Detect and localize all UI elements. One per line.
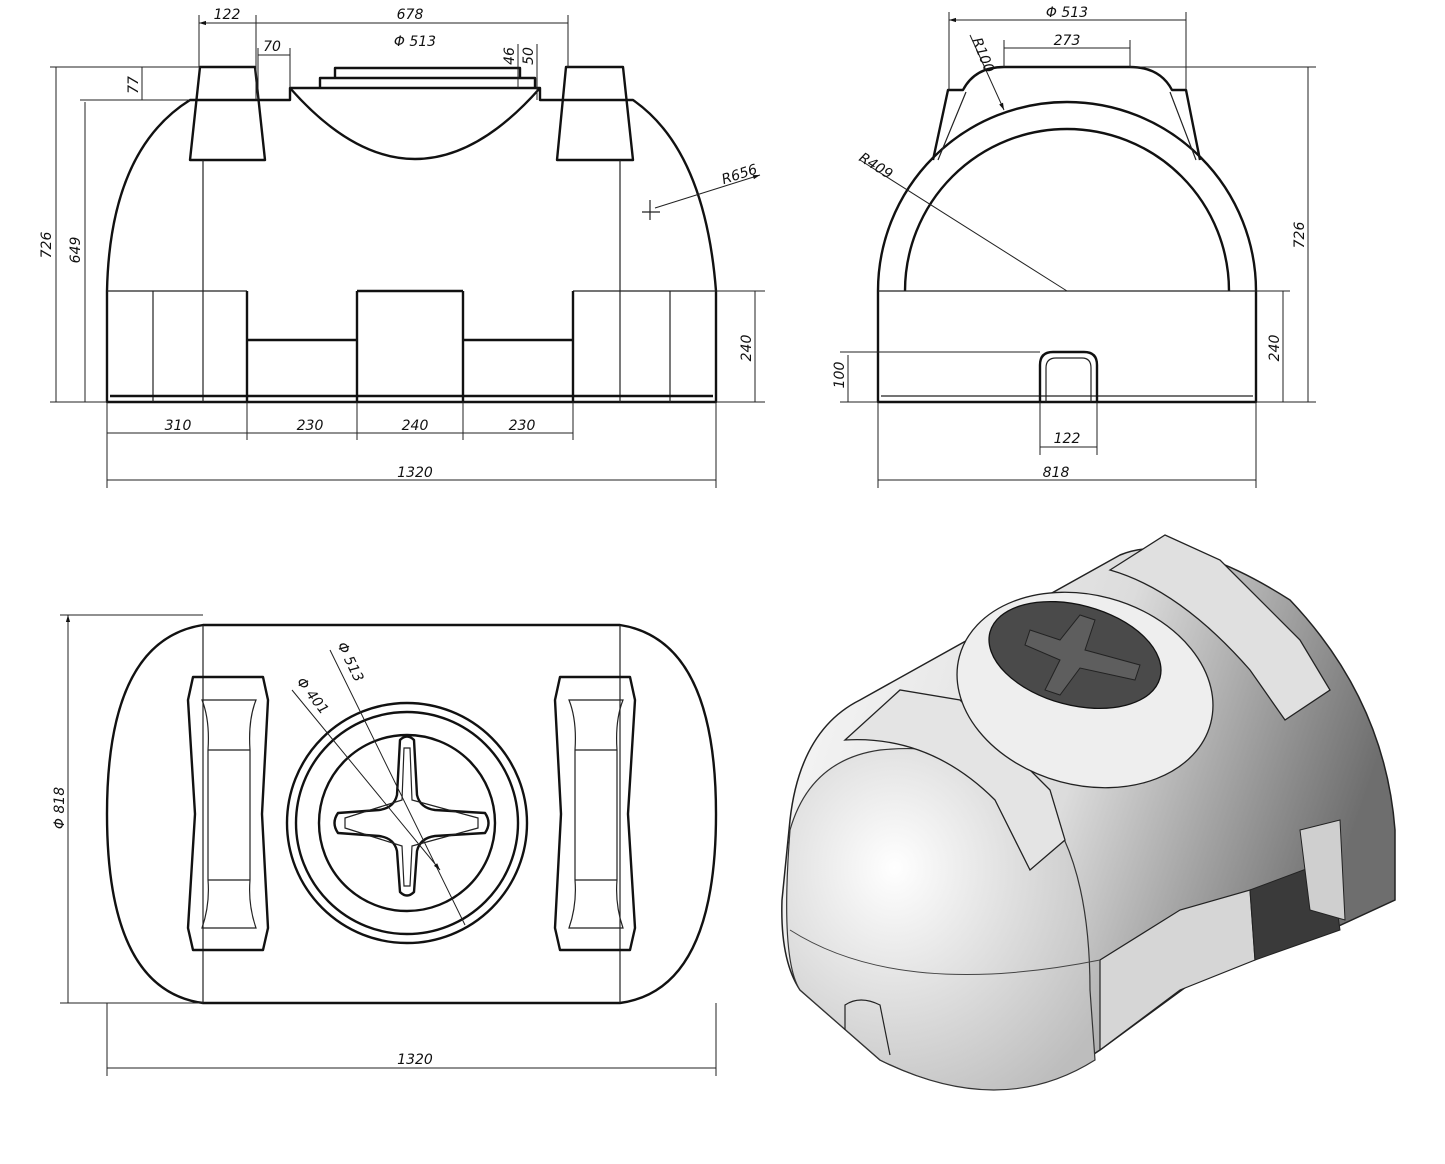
dim-seg4: 230: [509, 418, 536, 434]
dim-lug-height: 77: [126, 76, 142, 94]
isometric-view: [781, 534, 1396, 1091]
dim-opening-height: 100: [832, 362, 848, 389]
dim-lid-h1: 46: [502, 47, 518, 65]
dim-total-length: 1320: [397, 465, 433, 481]
dim-total-width: 818: [1043, 465, 1070, 481]
dim-base-height: 240: [739, 335, 755, 362]
dim-total-length: 1320: [397, 1052, 433, 1068]
dim-lid-inner: Φ 401: [293, 675, 332, 718]
dim-total-height: 726: [39, 232, 55, 259]
dim-lid-span: 678: [397, 7, 424, 23]
dim-lid-diameter: Φ 513: [394, 34, 436, 50]
front-view: 122 678 Φ 513 70 46 50 77 726 649 R656 2…: [39, 7, 765, 488]
dim-seg3: 240: [402, 418, 429, 434]
dim-base-height: 240: [1267, 335, 1283, 362]
dim-seg1: 310: [165, 418, 192, 434]
dim-total-height: 726: [1292, 222, 1308, 249]
dim-offset: 70: [263, 39, 281, 55]
dim-fillet: R100: [968, 36, 997, 76]
top-view: Φ 513 Φ 401 Φ 818 1320: [52, 615, 718, 1076]
dim-arch-radius: R409: [856, 150, 895, 183]
dim-opening-width: 122: [1054, 431, 1081, 447]
dim-lug-width: 122: [214, 7, 241, 23]
side-view: Φ 513 273 R100 R409 726 240 100 122 818: [832, 5, 1316, 488]
dim-seg2: 230: [297, 418, 324, 434]
dim-lid-outer: Φ 513: [333, 640, 366, 685]
dim-top-flat: 273: [1054, 33, 1081, 49]
dim-body-height: 649: [68, 237, 84, 264]
dim-diameter: Φ 818: [52, 787, 68, 829]
dim-lid-h2: 50: [521, 47, 537, 65]
dim-radius: R656: [720, 162, 760, 189]
dim-lid-diameter: Φ 513: [1046, 5, 1088, 21]
